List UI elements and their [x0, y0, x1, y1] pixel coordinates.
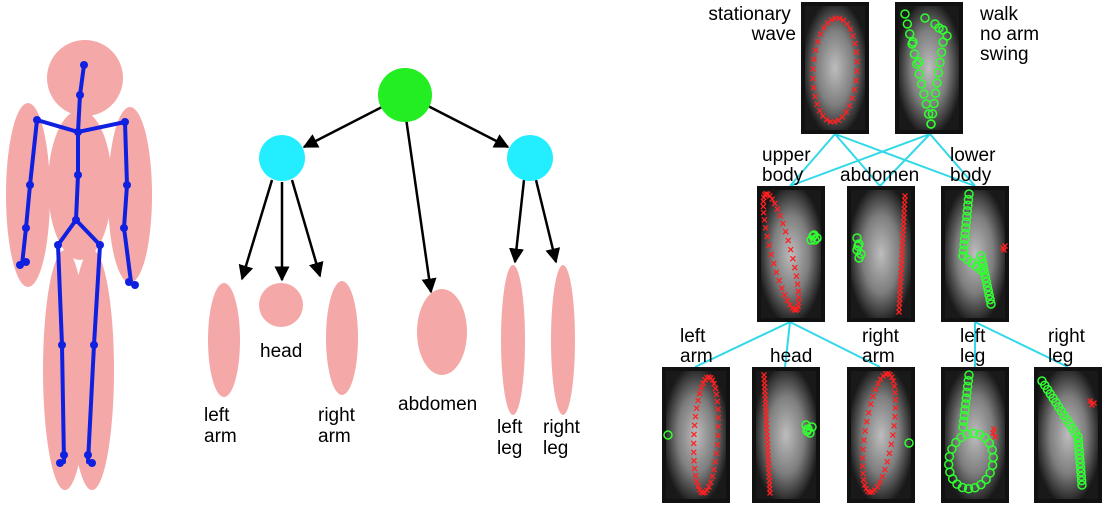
panel-right-leg — [1034, 367, 1102, 503]
panel-label-upper-body: upper body — [762, 145, 816, 186]
tree-abdomen-ellipse — [417, 289, 467, 375]
panel-label-left-leg: left leg — [960, 326, 991, 367]
panel-walk — [895, 2, 963, 134]
tree-label-head: head — [260, 341, 302, 362]
panel-head — [752, 367, 820, 503]
tree-left-leg-ellipse — [501, 265, 525, 415]
body-torso-ellipse — [48, 110, 112, 260]
panel-left-leg — [941, 367, 1009, 503]
tree-lower-node — [507, 135, 553, 181]
panel-upper-body — [757, 186, 825, 322]
tree-leaves — [208, 265, 575, 415]
tree-label-right-leg: right leg — [543, 417, 585, 459]
panel-label-right-leg: right leg — [1048, 326, 1090, 367]
panel-connectors — [694, 133, 1069, 368]
tree-root-node — [378, 68, 432, 122]
panel-left-arm — [662, 367, 730, 503]
panel-stationary-wave — [801, 2, 869, 134]
tree-label-left-arm: left arm — [204, 405, 237, 447]
panel-label-walk-no-arm-swing: walk no arm swing — [979, 4, 1044, 65]
panel-abdomen — [847, 186, 915, 322]
body-joints — [16, 61, 139, 467]
tree-label-left-leg: left leg — [497, 417, 528, 459]
body-figure — [6, 40, 152, 490]
panel-right-arm — [847, 367, 915, 503]
tree-head-ellipse — [259, 283, 303, 327]
tree-diagram: left arm head right arm abdomen left leg… — [204, 68, 585, 459]
panel-lower-body — [941, 186, 1009, 322]
body-right-arm-ellipse — [108, 107, 152, 283]
panel-label-left-arm: left arm — [680, 326, 713, 367]
tree-arrows — [238, 104, 561, 294]
panel-label-stationary-wave: stationary wave — [708, 4, 796, 45]
tree-right-arm-ellipse — [326, 281, 358, 395]
tree-left-arm-ellipse — [208, 283, 240, 397]
panel-label-abdomen: abdomen — [840, 165, 919, 186]
body-skeleton — [20, 63, 133, 464]
tree-label-right-arm: right arm — [318, 405, 360, 447]
body-head-ellipse — [47, 40, 123, 116]
panels — [662, 2, 1102, 503]
panel-label-lower-body: lower body — [950, 145, 1001, 186]
tree-right-leg-ellipse — [551, 265, 575, 415]
panel-label-head: head — [770, 346, 812, 367]
tree-upper-node — [259, 135, 305, 181]
tree-label-abdomen: abdomen — [398, 394, 477, 415]
panel-label-right-arm: right arm — [862, 326, 904, 367]
panel-grid: stationary wave walk no arm swing upper … — [662, 2, 1102, 503]
